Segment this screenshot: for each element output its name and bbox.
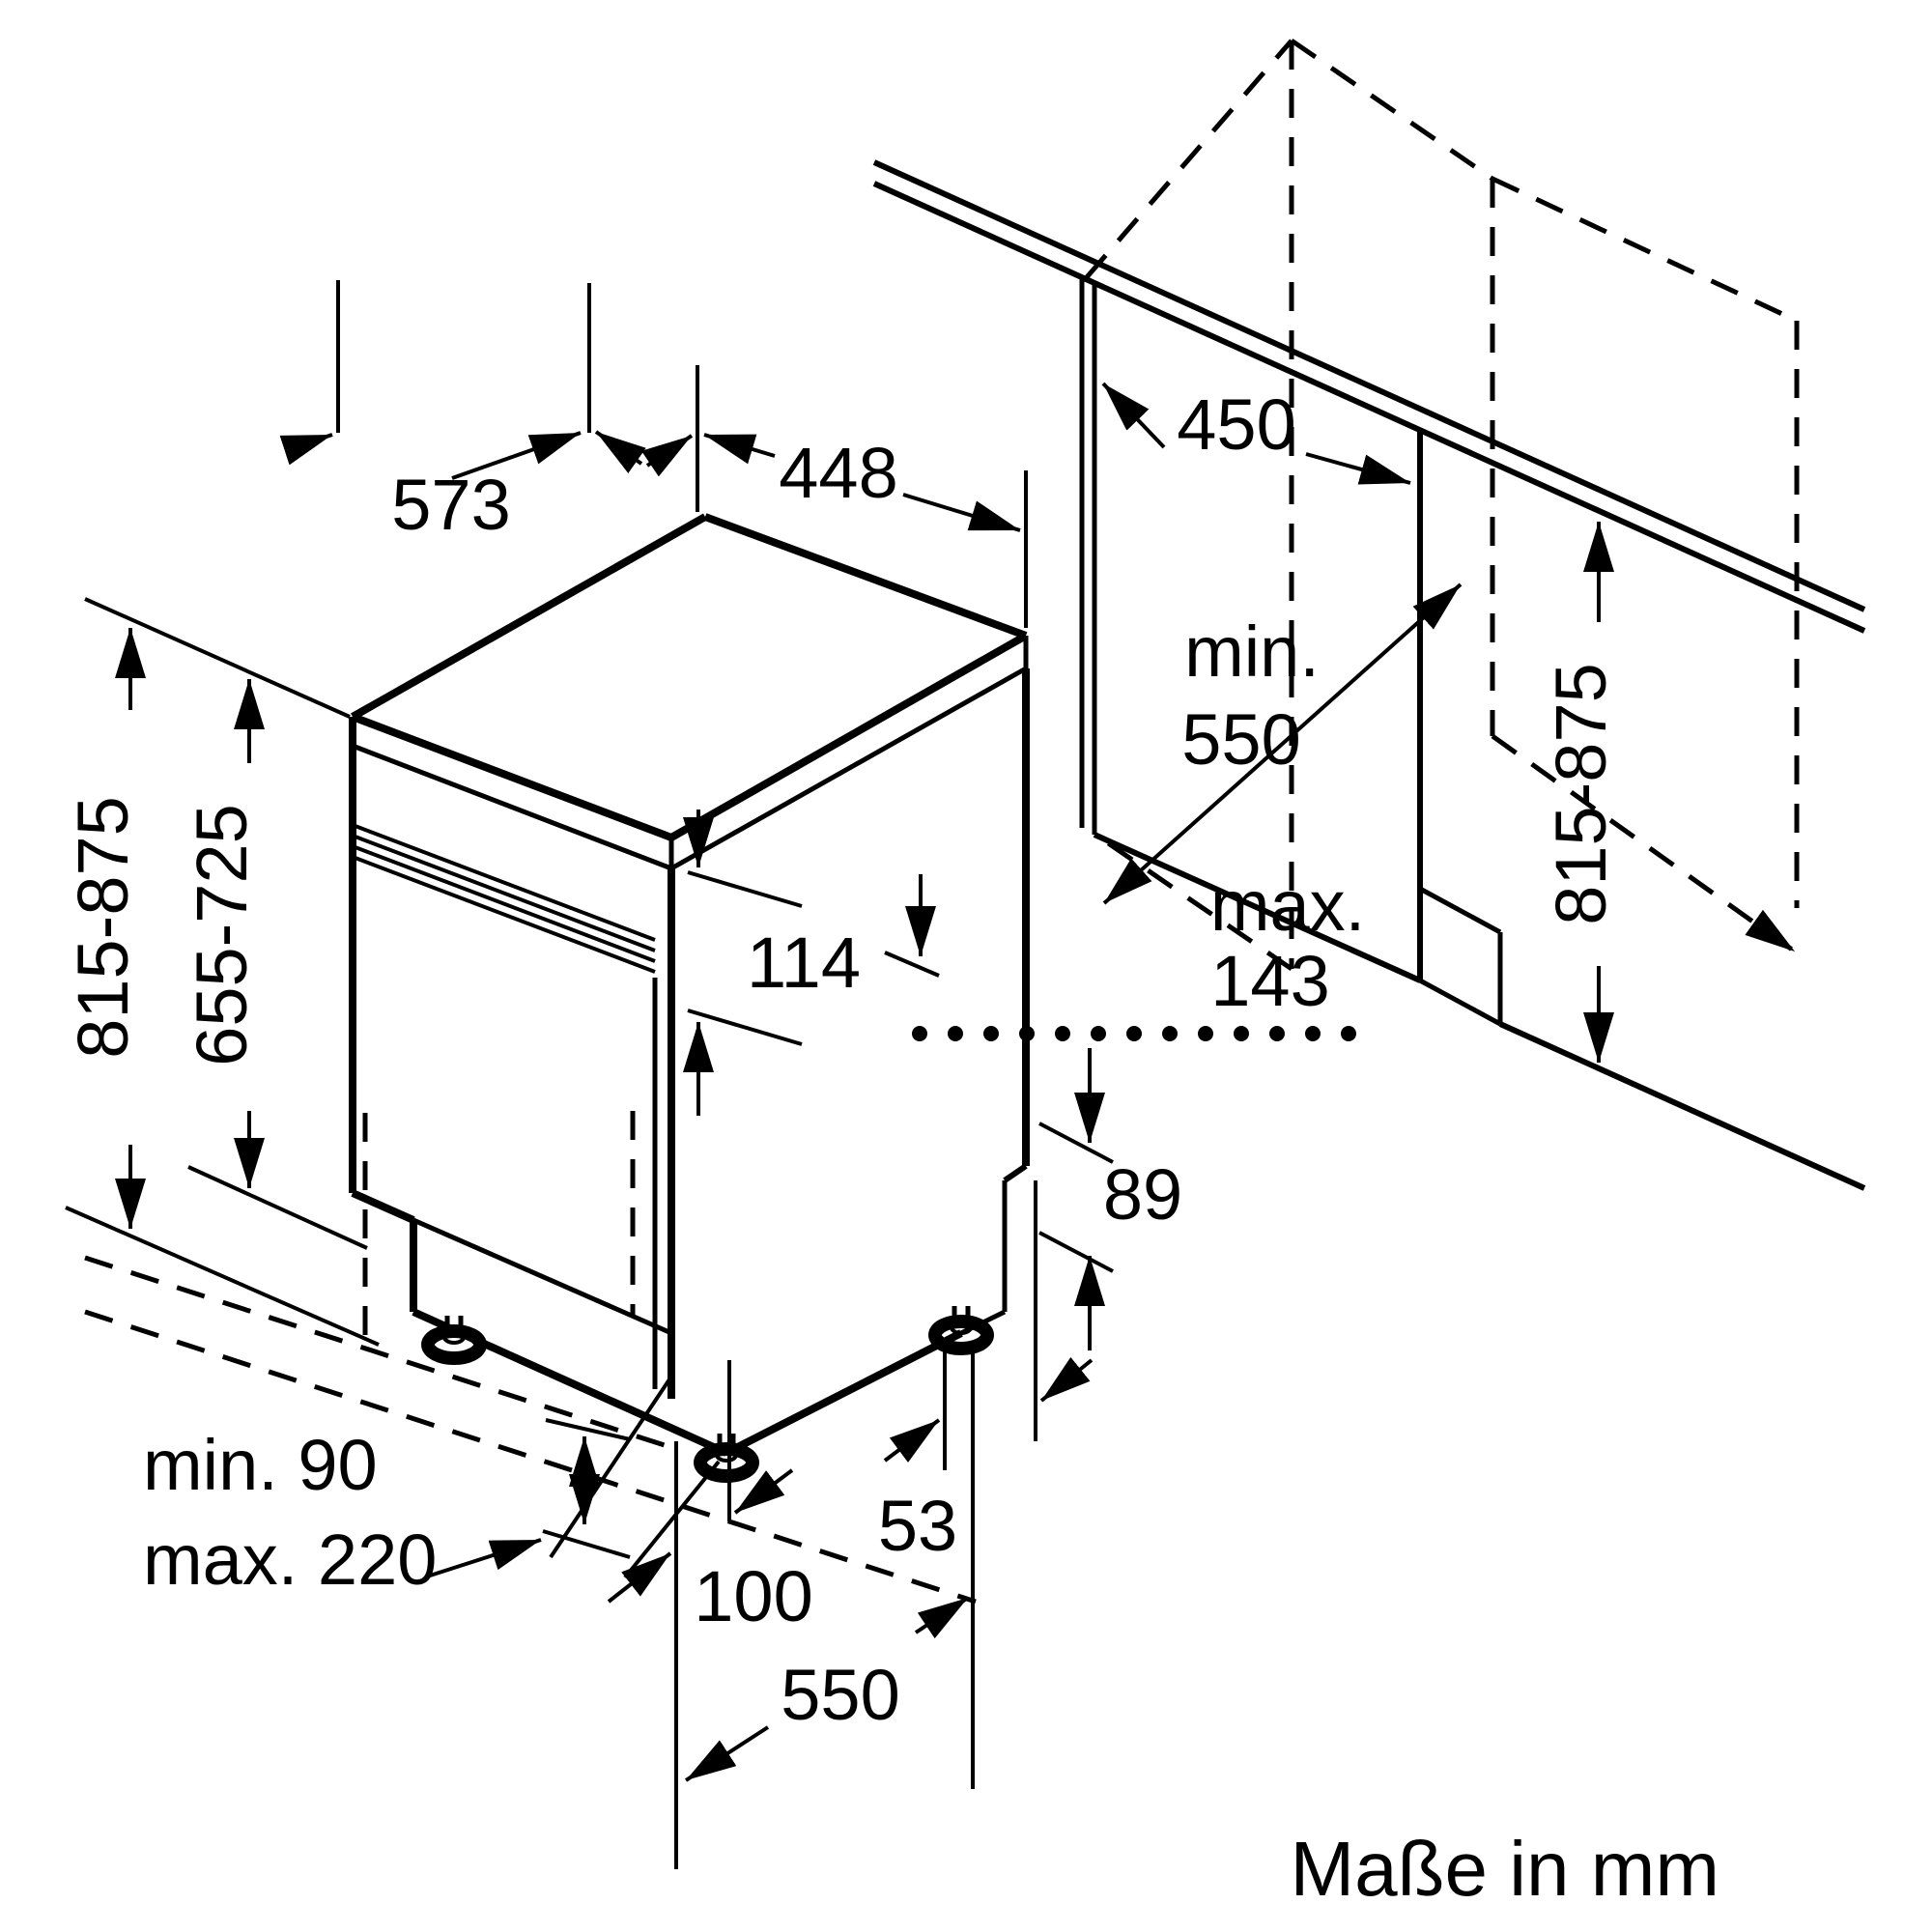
dimension-655-725: 655-725 bbox=[182, 679, 368, 1250]
dim-label-550-depth: 550 bbox=[1181, 699, 1300, 780]
dimension-min-550: min. 550 bbox=[1102, 582, 1463, 905]
dim-label-143: 143 bbox=[1210, 941, 1329, 1021]
dimension-min90-max220: min. 90 max. 220 bbox=[143, 1375, 721, 1600]
dimension-550: 550 bbox=[684, 1596, 970, 1782]
dim-label-max-220: max. 220 bbox=[143, 1520, 437, 1600]
dim-label-max: max. bbox=[1210, 866, 1365, 946]
control-panel-strip bbox=[352, 823, 656, 974]
dim-label-448: 448 bbox=[779, 433, 897, 513]
dim-label-550-feet: 550 bbox=[781, 1655, 899, 1735]
dimension-114: 114 bbox=[683, 810, 861, 1116]
dim-label-450: 450 bbox=[1177, 384, 1295, 465]
leveling-feet bbox=[421, 1306, 994, 1483]
dim-label-655-725: 655-725 bbox=[182, 804, 262, 1066]
dim-label-min: min. bbox=[1184, 611, 1320, 692]
units-note: Maße in mm bbox=[1291, 1826, 1720, 1912]
dimension-573: 573 bbox=[279, 280, 646, 545]
hidden-base-lines bbox=[84, 1111, 977, 1605]
dim-label-114: 114 bbox=[747, 923, 861, 1003]
niche-cabinet bbox=[1079, 277, 1866, 1191]
dimension-448: 448 bbox=[640, 365, 1028, 628]
dimension-100: 100 bbox=[607, 1360, 813, 1869]
dim-label-89: 89 bbox=[1103, 1154, 1182, 1235]
dimension-450: 450 bbox=[1101, 382, 1411, 485]
left-foot bbox=[421, 1316, 487, 1365]
dishwasher-outline bbox=[349, 513, 1030, 1457]
front-foot bbox=[694, 1434, 759, 1483]
dim-label-573: 573 bbox=[391, 465, 510, 545]
rear-foot bbox=[928, 1306, 994, 1355]
dimension-89: 89 bbox=[1038, 1048, 1182, 1350]
dimension-815-875-right: 815-875 bbox=[1541, 522, 1621, 1063]
dim-label-815-875-left: 815-875 bbox=[63, 796, 143, 1059]
dimension-max-143: max. 143 bbox=[884, 866, 1365, 1041]
dim-label-min-90: min. 90 bbox=[143, 1425, 378, 1505]
niche-dashed-cube bbox=[1085, 38, 1800, 972]
dim-label-53: 53 bbox=[878, 1486, 957, 1566]
dimension-53: 53 bbox=[878, 1180, 1094, 1789]
dim-label-815-875-right: 815-875 bbox=[1541, 663, 1621, 925]
countertop bbox=[872, 159, 1866, 634]
dimension-815-875-left: 815-875 bbox=[63, 597, 380, 1347]
dim-label-100: 100 bbox=[694, 1556, 812, 1636]
